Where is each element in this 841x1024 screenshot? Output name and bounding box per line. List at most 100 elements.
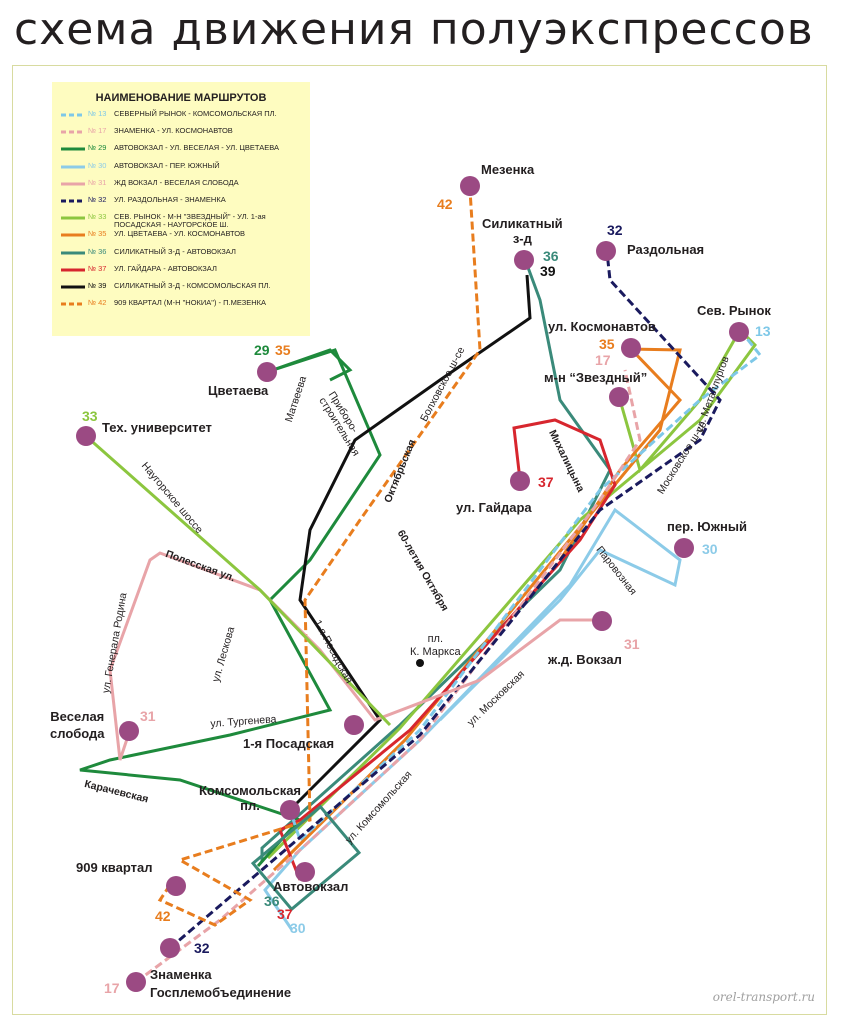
legend-route-name: СИЛИКАТНЫЙ З-Д - КОМСОМОЛЬСКАЯ ПЛ.	[114, 280, 271, 290]
stop-silikatny-label: Силикатный з-д	[482, 216, 563, 246]
stop-sev-rynok-marker	[729, 322, 749, 342]
route-number-42: 42	[437, 196, 453, 212]
legend-route-number: № 29	[88, 143, 107, 153]
stop-kosmonavtov-label: ул. Космонавтов	[548, 319, 656, 334]
stop-zvezdny-marker	[609, 387, 629, 407]
stop-yuzhny-marker	[674, 538, 694, 558]
route-number-37b: 37	[277, 906, 293, 922]
legend-row: № 31 ЖД ВОКЗАЛ - ВЕСЕЛАЯ СЛОБОДА	[60, 177, 302, 196]
legend-row: № 39 СИЛИКАТНЫЙ З-Д - КОМСОМОЛЬСКАЯ ПЛ.	[60, 280, 302, 299]
legend-route-number: № 37	[88, 263, 107, 273]
legend-route-number: № 31	[88, 177, 107, 187]
legend-route-number: № 36	[88, 246, 107, 256]
legend-route-number: № 30	[88, 160, 107, 170]
stop-yuzhny-label: пер. Южный	[667, 519, 747, 534]
route-number-13: 13	[755, 323, 771, 339]
legend-swatch	[60, 248, 86, 260]
legend-row: № 17 ЗНАМЕНКА - УЛ. КОСМОНАВТОВ	[60, 127, 302, 144]
route-number-39: 39	[540, 263, 556, 279]
route-line-33	[266, 327, 757, 860]
footer-url: orel-transport.ru	[712, 990, 815, 1004]
route-number-42b: 42	[155, 908, 171, 924]
route-line-30	[263, 507, 682, 931]
stop-gaidara-label: ул. Гайдара	[456, 500, 532, 515]
stop-razdolnaya-label: Раздольная	[627, 242, 705, 257]
route-number-29: 29	[254, 342, 270, 358]
route-number-17: 17	[595, 352, 611, 368]
stop-veselaya-marker	[119, 721, 139, 741]
route-line-29b	[266, 348, 353, 382]
route-line-17	[135, 369, 642, 984]
stop-tekh-marker	[76, 426, 96, 446]
stop-tekh-label: Тех. университет	[102, 420, 212, 435]
route-line-33b	[86, 435, 392, 727]
route-number-30b: 30	[290, 920, 306, 936]
legend-swatch	[60, 162, 86, 174]
legend-route-name: АВТОВОКЗАЛ - УЛ. ВЕСЕЛАЯ - УЛ. ЦВЕТАЕВА	[114, 143, 280, 153]
map-title: схема движения полуэкспрессов	[14, 4, 814, 55]
legend-route-name: УЛ. РАЗДОЛЬНАЯ - ЗНАМЕНКА	[114, 194, 226, 204]
legend-swatch	[60, 230, 86, 242]
legend-swatch	[60, 265, 86, 277]
legend-swatch	[60, 196, 86, 208]
legend-swatch	[60, 299, 86, 311]
legend-swatch	[60, 144, 86, 156]
legend-route-name: ЖД ВОКЗАЛ - ВЕСЕЛАЯ СЛОБОДА	[114, 177, 239, 187]
stop-posadskaya-marker	[344, 715, 364, 735]
stop-posadskaya-label: 1-я Посадская	[243, 736, 335, 751]
legend-route-name: УЛ. ЦВЕТАЕВА - УЛ. КОСМОНАВТОВ	[114, 229, 246, 239]
legend-swatch	[60, 213, 86, 225]
legend-route-number: № 35	[88, 229, 107, 239]
legend-route-name: АВТОВОКЗАЛ - ПЕР. ЮЖНЫЙ	[114, 160, 220, 170]
stop-zvezdny-label: м-н “Звездный”	[544, 370, 648, 385]
route-number-32b: 32	[194, 940, 210, 956]
legend-route-number: № 33	[88, 212, 107, 222]
stop-znamenka-label: Знаменка Госплемобъединение	[150, 967, 292, 1000]
route-number-32: 32	[607, 222, 623, 238]
stop-avtovokzal-marker	[295, 862, 315, 882]
legend-route-number: № 17	[88, 126, 107, 136]
stop-sev-rynok-label: Сев. Рынок	[697, 303, 771, 318]
stop-zhd-label: ж.д. Вокзал	[548, 652, 622, 667]
stop-909-label: 909 квартал	[76, 860, 153, 875]
route-number-36b: 36	[264, 893, 280, 909]
stop-avtovokzal-label: Автовокзал	[273, 879, 349, 894]
legend-row: № 35 УЛ. ЦВЕТАЕВА - УЛ. КОСМОНАВТОВ	[60, 230, 302, 247]
stop-komsomolskaya-label: Комсомольская пл.	[199, 783, 302, 813]
route-line-36	[260, 261, 612, 862]
stop-zhd-marker	[592, 611, 612, 631]
route-line-13	[288, 329, 763, 843]
route-line-32	[169, 251, 722, 950]
stop-razdolnaya-marker	[596, 241, 616, 261]
legend-route-number: № 39	[88, 280, 107, 290]
legend-row: № 30 АВТОВОКЗАЛ - ПЕР. ЮЖНЫЙ	[60, 160, 302, 179]
legend-route-name: ЗНАМЕНКА - УЛ. КОСМОНАВТОВ	[114, 126, 233, 136]
stop-mezenka-label: Мезенка	[481, 162, 535, 177]
route-number-17b: 17	[104, 980, 120, 996]
route-number-36: 36	[543, 248, 559, 264]
stop-mezenka-marker	[460, 176, 480, 196]
route-number-37: 37	[538, 474, 554, 490]
stop-gaidara-marker	[510, 471, 530, 491]
stop-tsvetaeva-label: Цветаева	[208, 383, 269, 398]
avtovokzal-loop	[250, 804, 362, 912]
legend-route-name: СЕВ. РЫНОК - М-Н "ЗВЕЗДНЫЙ" - УЛ. 1-ая П…	[114, 212, 266, 230]
legend-route-number: № 42	[88, 298, 107, 308]
route-line-39	[288, 274, 532, 812]
stop-tsvetaeva-marker	[257, 362, 277, 382]
route-number-30: 30	[702, 541, 718, 557]
route-number-31b: 31	[140, 708, 156, 724]
legend-route-name: СИЛИКАТНЫЙ З-Д - АВТОВОКЗАЛ	[114, 246, 236, 256]
stop-komsomolskaya-marker	[280, 800, 300, 820]
legend-swatch	[60, 127, 86, 139]
legend-row: № 29 АВТОВОКЗАЛ - УЛ. ВЕСЕЛАЯ - УЛ. ЦВЕТА…	[60, 144, 302, 161]
legend-route-name: СЕВЕРНЫЙ РЫНОК - КОМСОМОЛЬСКАЯ ПЛ.	[114, 109, 277, 118]
route-number-35: 35	[599, 336, 615, 352]
route-number-35b: 35	[275, 342, 291, 358]
